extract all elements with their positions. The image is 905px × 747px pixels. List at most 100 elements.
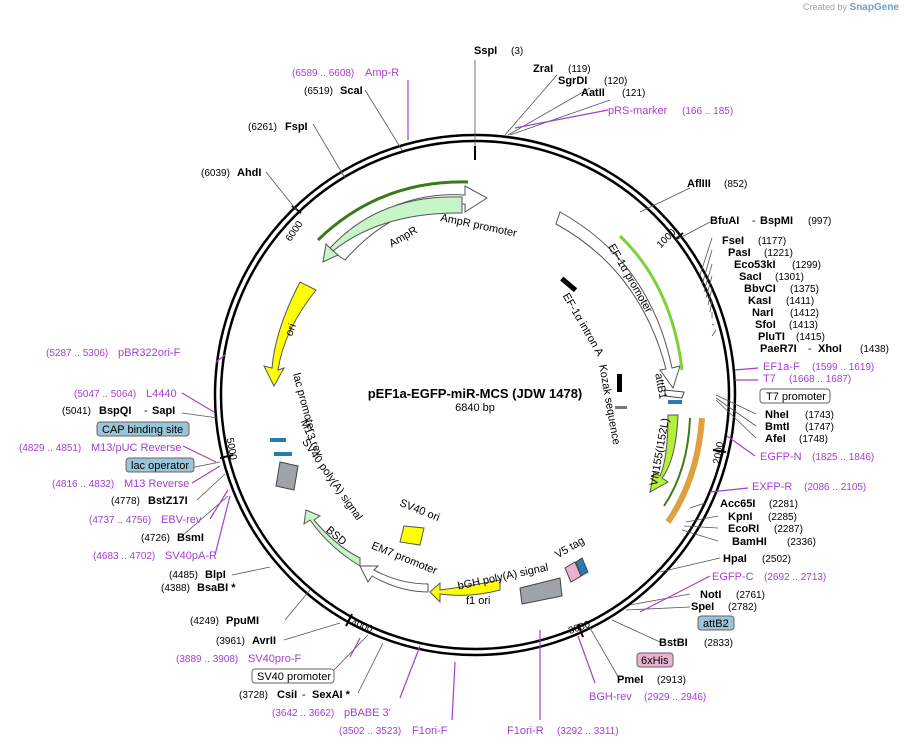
enzyme-zrai-pos: (119)	[568, 64, 591, 75]
enzyme-bstz17i: BstZ17I	[148, 495, 188, 507]
primer-exfp-r: EXFP-R	[752, 481, 792, 493]
plasmid-name: pEF1a-EGFP-miR-MCS (JDW 1478)	[368, 386, 583, 401]
t7-promoter-label: T7 promoter	[766, 391, 826, 403]
ampr-arrow	[322, 196, 463, 263]
vn155-arrow	[649, 414, 679, 493]
primer-bgh-rev-range: (2929 .. 2946)	[644, 692, 706, 703]
svg-text:(1412): (1412)	[790, 308, 819, 319]
enzyme-hpai-pos: (2502)	[762, 554, 791, 565]
enzyme-ppumi-pos: (4249)	[190, 616, 219, 627]
primer-ebv-rev-range: (4737 .. 4756)	[89, 515, 151, 526]
enzyme-fspi-pos: (6261)	[248, 122, 277, 133]
svg-text:SfoI: SfoI	[755, 319, 776, 331]
cap-label: CAP binding site	[102, 424, 183, 436]
primer-f1ori-f: F1ori-F	[412, 725, 448, 737]
lac-operator-box	[125, 457, 195, 473]
svg-text:BspMI: BspMI	[760, 215, 793, 227]
right-enzyme-cluster: BfuAI - BspMI (997) FseI (1177) PasI (12…	[710, 215, 889, 355]
snapgene-brand: Created by SnapGene	[802, 2, 899, 13]
bsd-arrow	[303, 509, 361, 567]
primer-ampr: Amp-R	[365, 67, 399, 79]
enzyme-ahdi: AhdI	[237, 167, 261, 179]
enzyme-aatii-pos: (121)	[622, 88, 645, 99]
enzyme-avrii: AvrII	[252, 635, 276, 647]
his-label: 6xHis	[641, 655, 669, 667]
svg-text:(1299): (1299)	[792, 260, 821, 271]
primer-sv40pro-f: SV40pro-F	[248, 653, 301, 665]
enzyme-blpi: BlpI	[205, 569, 226, 581]
enzyme-pmei-pos: (2913)	[657, 675, 686, 686]
tick-2000: 2000	[712, 441, 727, 465]
enzyme-pmei: PmeI	[617, 674, 643, 686]
attb1-box	[664, 389, 685, 399]
enzyme-acc65i-pos: (2281)	[769, 499, 798, 510]
connectors	[181, 60, 757, 694]
enzyme-afliii-pos: (852)	[724, 179, 747, 190]
svg-text:(1411): (1411)	[786, 296, 814, 307]
label-ori: ori	[283, 322, 298, 338]
primer-sv40pro-f-range: (3889 .. 3908)	[176, 654, 238, 665]
svg-text:(1438): (1438)	[860, 344, 889, 355]
tick-5000: 5000	[224, 437, 239, 461]
ori-arrow	[263, 281, 317, 388]
svg-text:BfuAI: BfuAI	[710, 215, 739, 227]
primer-connectors	[181, 80, 759, 721]
enzyme-kpni: KpnI	[728, 511, 752, 523]
lac-operator-label: lac operator	[131, 460, 189, 472]
svg-text:-: -	[144, 405, 148, 417]
enzyme-csii-pos: (3728)	[239, 690, 268, 701]
primer-l4440-range: (5047 .. 5064)	[74, 389, 136, 400]
label-intron: EF-1α intron A	[560, 291, 606, 359]
primer-t7-range: (1668 .. 1687)	[789, 374, 851, 385]
enzyme-nhei: NheI	[765, 409, 789, 421]
svg-text:PluTI: PluTI	[758, 331, 785, 343]
svg-text:-: -	[808, 343, 812, 355]
sv40-polya-box	[275, 461, 299, 491]
primer-prs-marker: pRS-marker	[608, 105, 668, 117]
label-f1-ori: f1 ori	[466, 595, 490, 607]
enzyme-zrai: ZraI	[533, 63, 553, 75]
enzyme-sspi-pos: (3)	[511, 46, 523, 57]
primer-pbr322: pBR322ori-F	[118, 347, 181, 359]
primer-egfp-n-range: (1825 .. 1846)	[812, 452, 874, 463]
sv40-promoter-label: SV40 promoter	[257, 671, 331, 683]
primer-m13puc: M13/pUC Reverse	[91, 442, 181, 454]
primer-bgh-rev: BGH-rev	[589, 691, 632, 703]
enzyme-sgrdi-pos: (120)	[604, 76, 627, 87]
enzyme-csii: CsiI	[277, 689, 297, 701]
primer-m13rev-range: (4816 .. 4832)	[52, 479, 114, 490]
enzyme-sapi: SapI	[152, 405, 175, 417]
label-v5: V5 tag	[553, 535, 587, 561]
enzyme-avrii-pos: (3961)	[216, 636, 245, 647]
enzyme-ahdi-pos: (6039)	[201, 168, 230, 179]
egfp-highlight	[663, 417, 691, 507]
svg-text:(1415): (1415)	[796, 332, 825, 343]
enzyme-bmti: BmtI	[765, 421, 789, 433]
svg-text:-: -	[302, 689, 306, 701]
primer-prs-marker-range: (166 .. 185)	[682, 106, 733, 117]
enzyme-bsabi-pos: (4388)	[161, 583, 190, 594]
enzyme-sspi: SspI	[474, 45, 497, 57]
enzyme-bstbi: BstBI	[659, 637, 688, 649]
enzyme-bspqi: BspQI	[99, 405, 131, 417]
svg-text:(1301): (1301)	[775, 272, 804, 283]
intron-marker	[560, 276, 578, 293]
ampr-highlight	[316, 180, 469, 242]
primer-pbr322-range: (5287 .. 5306)	[46, 348, 108, 359]
primer-t7: T7	[763, 373, 776, 385]
svg-text:SacI: SacI	[739, 271, 762, 283]
ef1a-highlight	[618, 234, 684, 371]
sv40-ori-box	[399, 525, 425, 546]
enzyme-afliii: AflIII	[687, 178, 711, 190]
enzyme-ppumi: PpuMI	[226, 615, 259, 627]
label-ampr-promoter: AmpR promoter	[439, 212, 518, 240]
enzyme-bsmi-pos: (4726)	[141, 533, 170, 544]
svg-text:(1177): (1177)	[758, 236, 786, 247]
t7-promoter-box	[759, 388, 831, 404]
primer-ef1a-f: EF1a-F	[763, 361, 800, 373]
enzyme-bmti-pos: (1747)	[805, 422, 834, 433]
enzyme-aatii: AatII	[581, 87, 605, 99]
svg-text:NarI: NarI	[752, 307, 773, 319]
primer-ebv-rev: EBV-rev	[161, 514, 202, 526]
